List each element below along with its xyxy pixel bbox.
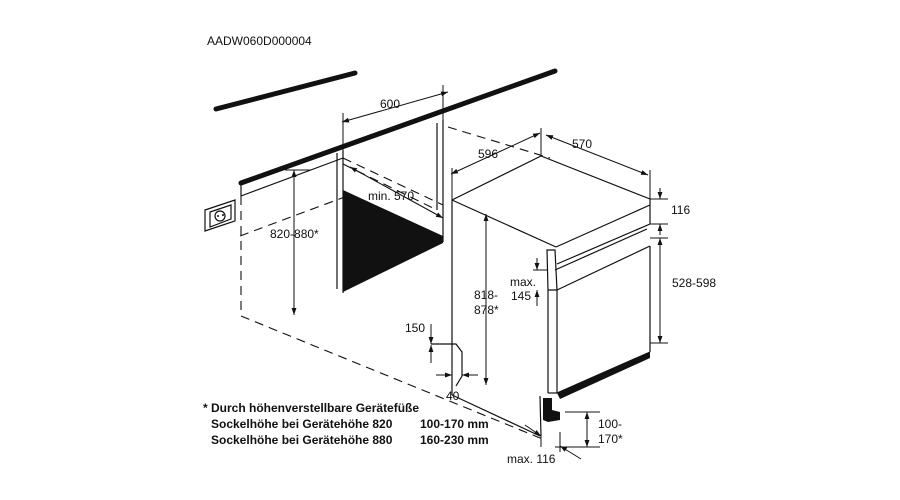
footnote-line2-label: Sockelhöhe bei Gerätehöhe 820 — [211, 417, 393, 431]
label-plinth-depth: 150 — [405, 321, 425, 335]
dim-door-max — [533, 258, 548, 306]
dim-foot-height — [555, 411, 600, 448]
label-appliance-height-line2: 878* — [474, 303, 499, 317]
label-appliance-width: 596 — [478, 147, 498, 161]
label-niche-width: 600 — [380, 97, 400, 111]
footnote: * Durch höhenverstellbare Gerätefüße Soc… — [203, 401, 489, 447]
label-niche-height: 820-880* — [270, 227, 319, 241]
dim-appliance-depth — [545, 134, 651, 199]
label-appliance-height-line1: 818- — [474, 288, 498, 302]
label-foot-height-line2: 170* — [598, 432, 623, 446]
label-niche-depth: min. 570 — [368, 189, 414, 203]
dim-niche-height — [285, 169, 310, 315]
dim-appliance-width — [450, 128, 542, 200]
footnote-line1: * Durch höhenverstellbare Gerätefüße — [203, 401, 419, 415]
footnote-line3-label: Sockelhöhe bei Gerätehöhe 880 — [211, 433, 393, 447]
label-door-max-line2: 145 — [511, 289, 531, 303]
dim-niche-width — [341, 85, 449, 150]
label-top-panel-height: 116 — [671, 203, 690, 217]
label-plinth-offset: 40 — [446, 389, 460, 403]
wall-socket-icon — [204, 199, 236, 232]
label-panel-height: 528-598 — [672, 276, 716, 290]
dim-niche-depth — [349, 166, 444, 219]
plinth — [431, 343, 463, 387]
label-door-max-line1: max. — [510, 275, 536, 289]
label-foot-height-line1: 100- — [598, 417, 622, 431]
footnote-line3-value: 160-230 mm — [420, 433, 489, 447]
dim-foot-max — [524, 424, 582, 460]
countertop — [213, 68, 558, 197]
dim-top-panel-height — [650, 188, 668, 235]
dim-panel-height — [650, 237, 668, 344]
reference-code: AADW060D000004 — [207, 34, 312, 48]
label-foot-max: max. 116 — [507, 452, 556, 466]
niche — [336, 120, 444, 293]
footnote-line2-value: 100-170 mm — [420, 417, 489, 431]
label-appliance-depth: 570 — [572, 137, 592, 151]
